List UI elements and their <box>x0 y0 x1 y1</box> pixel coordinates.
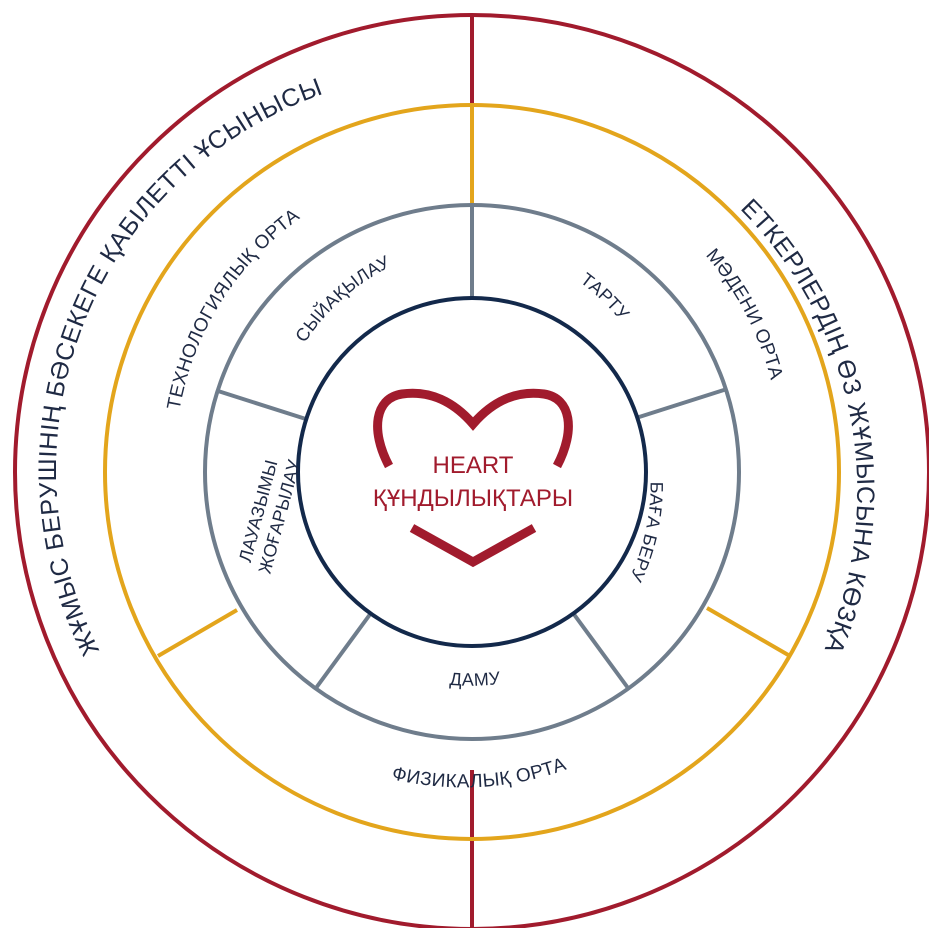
heart-bottom-icon <box>409 524 537 568</box>
heart-icon <box>373 388 573 469</box>
inner-divider-upper-left <box>217 389 310 422</box>
middle-ring <box>103 103 841 841</box>
middle-label-physical: ФИЗИКАЛЫҚ ОРТА <box>390 754 569 793</box>
center-subtitle: ҚҰНДЫЛЫҚТАРЫ <box>373 485 573 512</box>
inner-divider-upper-right <box>635 387 728 420</box>
inner-divider-lower-right <box>571 611 630 690</box>
core-circle <box>296 296 648 648</box>
middle-ring-divider-right <box>705 606 792 658</box>
inner-divider-lower-left <box>314 611 373 690</box>
inner-label-develop: ДАМУ <box>449 668 502 690</box>
middle-ring-divider-left <box>156 608 239 658</box>
center-title: HEART <box>433 452 514 479</box>
